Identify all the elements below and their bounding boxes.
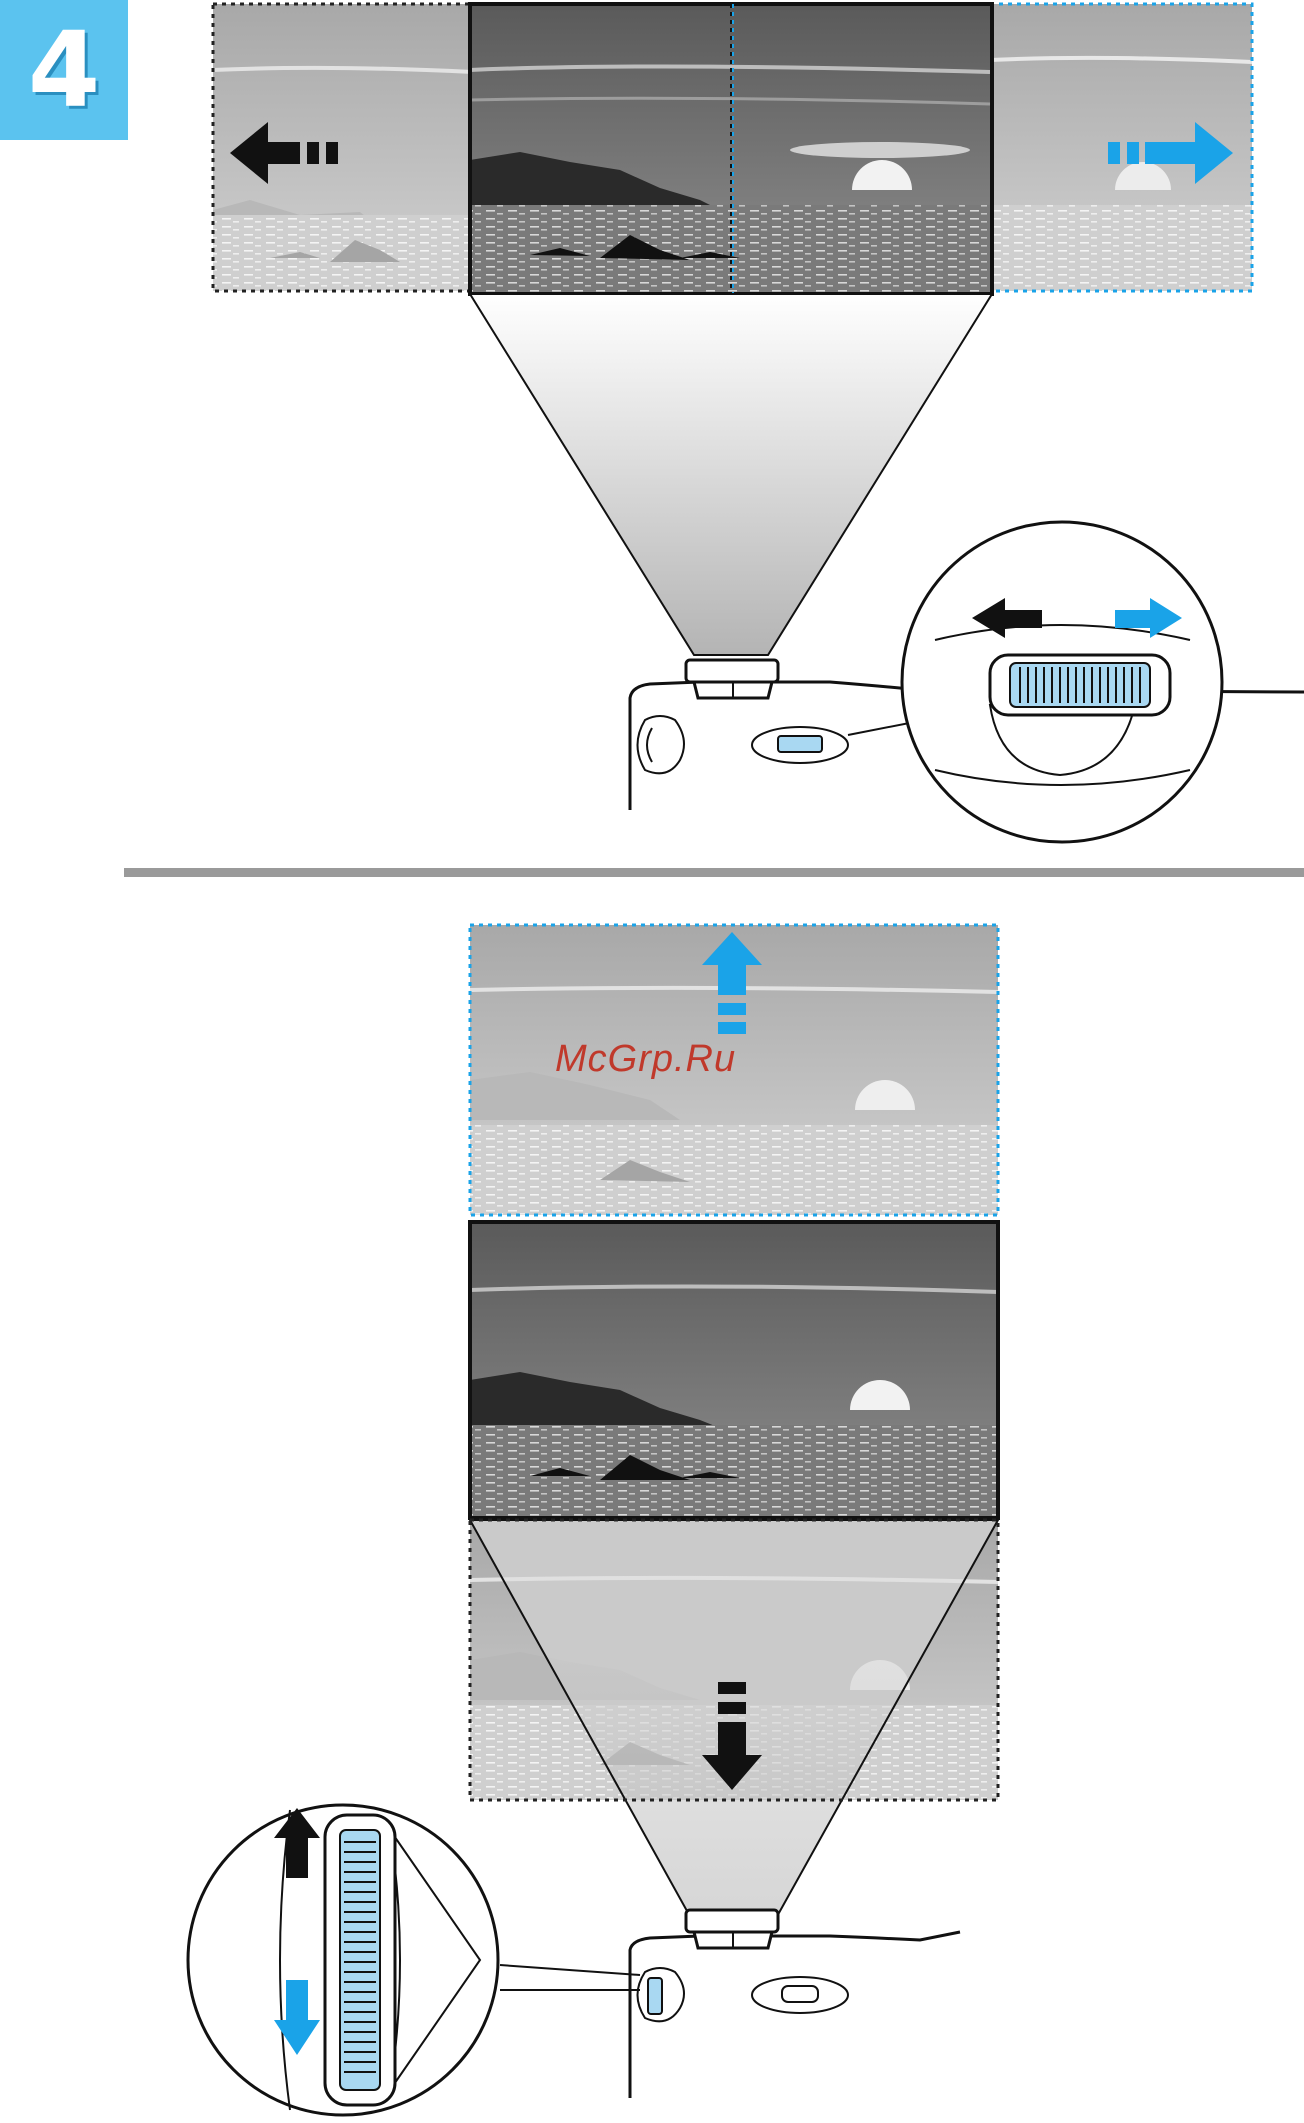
watermark-text: McGrp.Ru	[555, 1038, 736, 1081]
section-divider	[124, 868, 1304, 877]
vertical-lens-shift-dial-icon	[188, 1805, 498, 2115]
projected-image-vertical	[470, 1222, 998, 1518]
horizontal-lens-shift-dial-icon	[902, 522, 1222, 842]
horizontal-lens-shift-figure	[0, 0, 1304, 860]
light-beam	[470, 294, 992, 655]
projector-body-vertical	[630, 1910, 960, 2098]
vertical-lens-shift-figure	[0, 900, 1304, 2123]
